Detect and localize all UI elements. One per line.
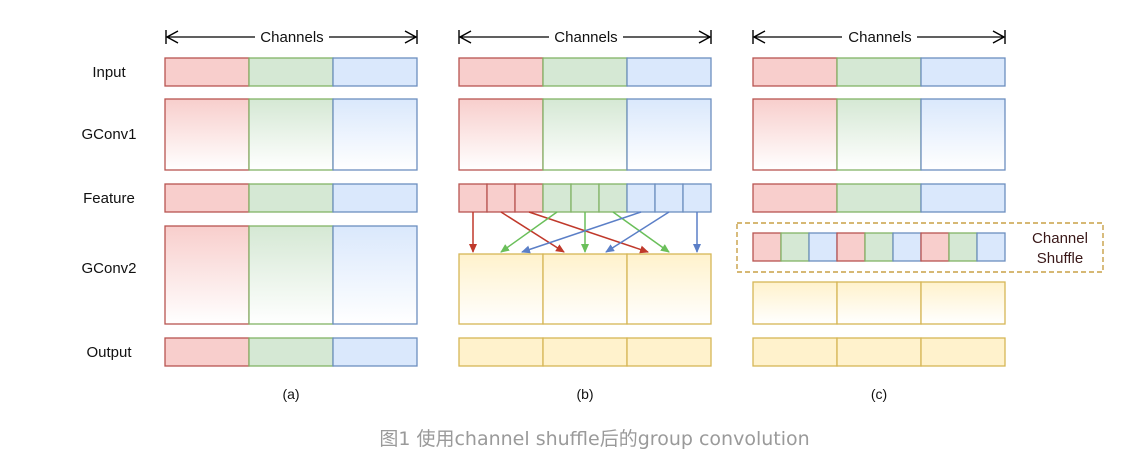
feature-group-red: [752, 183, 838, 213]
feature-group-green: [836, 183, 922, 213]
output-group-yellow: [752, 337, 838, 367]
shuffled-channel-blue: [892, 232, 922, 262]
input-group-blue: [332, 57, 418, 87]
gconv2-group-red: [164, 225, 250, 325]
shuffled-channel-red: [920, 232, 950, 262]
output-group-green: [248, 337, 334, 367]
shuffled-channel-green: [864, 232, 894, 262]
feature-channel-green: [542, 183, 572, 213]
panel-label-a: (a): [282, 386, 299, 402]
panel-a: Channels (a): [164, 29, 418, 402]
gconv2-group-yellow: [836, 281, 922, 325]
gconv2-group-yellow: [626, 253, 712, 325]
input-group-blue: [626, 57, 712, 87]
channels-label: Channels: [848, 29, 911, 46]
channel-shuffle-label-line1: Channel: [1032, 230, 1088, 247]
shuffled-channel-red: [752, 232, 782, 262]
output-group-yellow: [836, 337, 922, 367]
row-label-feature: Feature: [83, 190, 135, 207]
panel-b: Channels: [458, 29, 712, 402]
panel-label-c: (c): [871, 386, 887, 402]
feature-channel-red: [514, 183, 544, 213]
feature-channel-green: [598, 183, 628, 213]
gconv1-group-blue: [332, 98, 418, 171]
input-group-red: [752, 57, 838, 87]
gconv2-group-yellow: [458, 253, 544, 325]
gconv1-group-red: [164, 98, 250, 171]
gconv2-group-yellow: [752, 281, 838, 325]
input-group-blue: [920, 57, 1006, 87]
input-group-green: [836, 57, 922, 87]
channel-shuffle-label-line2: Shuffle: [1037, 250, 1083, 267]
group-convolution-diagram: Input GConv1 Feature GConv2 Output Chann…: [81, 29, 1104, 402]
feature-group-blue: [920, 183, 1006, 213]
output-group-yellow: [920, 337, 1006, 367]
panel-c: Channels Channel Shuffle (c): [736, 29, 1104, 402]
feature-channel-red: [486, 183, 516, 213]
gconv1-group-red: [752, 98, 838, 171]
channels-label: Channels: [554, 29, 617, 46]
row-label-gconv1: GConv1: [81, 126, 136, 143]
output-group-red: [164, 337, 250, 367]
gconv1-group-green: [248, 98, 334, 171]
channels-header-b: Channels: [458, 29, 712, 46]
channels-header-a: Channels: [165, 29, 418, 46]
input-group-green: [542, 57, 628, 87]
gconv2-group-yellow: [920, 281, 1006, 325]
gconv1-group-red: [458, 98, 544, 171]
input-group-red: [164, 57, 250, 87]
feature-channel-blue: [682, 183, 712, 213]
gconv1-group-blue: [626, 98, 712, 171]
feature-group-blue: [332, 183, 418, 213]
shuffled-channel-blue: [976, 232, 1006, 262]
feature-group-green: [248, 183, 334, 213]
output-group-yellow: [458, 337, 544, 367]
feature-channel-green: [570, 183, 600, 213]
output-group-blue: [332, 337, 418, 367]
gconv2-group-blue: [332, 225, 418, 325]
input-group-red: [458, 57, 544, 87]
feature-channel-red: [458, 183, 488, 213]
output-group-yellow: [542, 337, 628, 367]
row-label-gconv2: GConv2: [81, 260, 136, 277]
channels-label: Channels: [260, 29, 323, 46]
gconv1-group-green: [836, 98, 922, 171]
input-group-green: [248, 57, 334, 87]
feature-group-red: [164, 183, 250, 213]
row-label-output: Output: [86, 344, 132, 361]
gconv2-group-green: [248, 225, 334, 325]
gconv1-group-green: [542, 98, 628, 171]
feature-channel-blue: [626, 183, 656, 213]
figure-caption: 图1 使用channel shuffle后的group convolution: [379, 428, 810, 450]
gconv2-group-yellow: [542, 253, 628, 325]
shuffled-channel-blue: [808, 232, 838, 262]
shuffle-arrows: [469, 211, 701, 254]
shuffled-channel-green: [780, 232, 810, 262]
output-group-yellow: [626, 337, 712, 367]
channels-header-c: Channels: [752, 29, 1006, 46]
shuffled-channel-green: [948, 232, 978, 262]
panel-label-b: (b): [576, 386, 593, 402]
row-label-input: Input: [92, 64, 126, 81]
feature-channel-blue: [654, 183, 684, 213]
shuffled-channel-red: [836, 232, 866, 262]
gconv1-group-blue: [920, 98, 1006, 171]
